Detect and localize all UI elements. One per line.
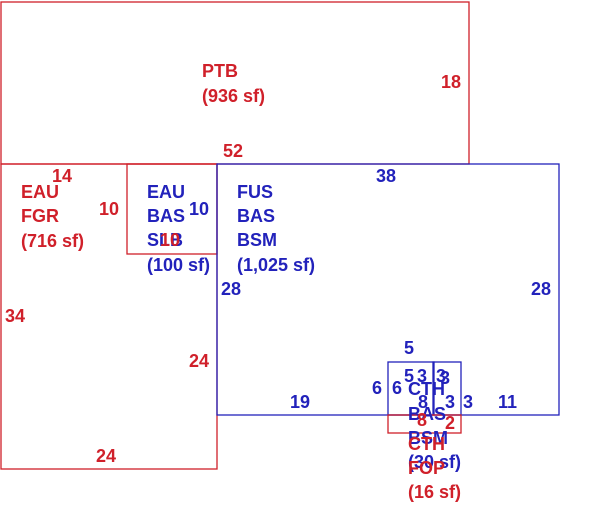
fgr-top-dimension: 14 bbox=[52, 166, 72, 186]
fop-size-label: (16 sf) bbox=[408, 482, 461, 502]
eau-fgr-size-label: (716 sf) bbox=[21, 231, 84, 251]
fus-size-label: (1,025 sf) bbox=[237, 255, 315, 275]
cth-code3-label: BSM bbox=[408, 428, 448, 448]
fus-bottom-left-dimension: 19 bbox=[290, 392, 310, 412]
cth-top-dimension: 5 bbox=[404, 338, 414, 358]
cth-fop-outline bbox=[387, 414, 462, 434]
cth-outer-right-dimension: 3 bbox=[463, 392, 473, 412]
cth-size-label: (30 sf) bbox=[408, 452, 461, 472]
slb-right-dimension: 10 bbox=[189, 199, 209, 219]
fus-code1-label: FUS bbox=[237, 182, 273, 202]
cth-left-dimension: 6 bbox=[372, 378, 382, 398]
cth-inner-top-a: 5 bbox=[404, 366, 414, 386]
cth-inner-top-c: 3 bbox=[436, 366, 446, 386]
ptb-outline bbox=[0, 1, 470, 165]
cth-inner-top-d: 3 bbox=[440, 368, 450, 388]
fus-left-dimension: 28 bbox=[221, 279, 241, 299]
fop-code2-label: FOP bbox=[408, 458, 445, 478]
fus-bottom-right-dimension: 11 bbox=[498, 392, 517, 412]
eau-slb-size-label: (100 sf) bbox=[147, 255, 210, 275]
eau-fgr-code1-label: EAU bbox=[21, 182, 59, 202]
eau-slb-code2-label: BAS bbox=[147, 206, 185, 226]
cth-inner-top-b: 3 bbox=[417, 366, 427, 386]
fop-right-dimension: 2 bbox=[445, 413, 455, 433]
fgr-left-dimension: 34 bbox=[5, 306, 25, 326]
cth-right-dimension: 3 bbox=[445, 392, 455, 412]
cth-code1-label: CTH bbox=[408, 379, 445, 399]
eau-slb-overlap-label: 10 bbox=[160, 230, 180, 250]
fgr-bottom-dimension: 24 bbox=[96, 446, 116, 466]
eau-slb-code1-label: EAU bbox=[147, 182, 185, 202]
ptb-bottom-dimension: 52 bbox=[223, 141, 243, 161]
cth-code2-label: BAS bbox=[408, 404, 446, 424]
eau-fgr-code2-label: FGR bbox=[21, 206, 59, 226]
ptb-code-label: PTB bbox=[202, 61, 238, 81]
fop-left-dimension: 8 bbox=[417, 410, 427, 430]
fgr-right-dimension: 24 bbox=[189, 351, 209, 371]
fus-right-dimension: 28 bbox=[531, 279, 551, 299]
eau-slb-code3-label: SLB bbox=[147, 230, 183, 250]
fus-code3-label: BSM bbox=[237, 230, 277, 250]
fus-top-dimension: 38 bbox=[376, 166, 396, 186]
cth-mid-dimension: 8 bbox=[418, 392, 428, 412]
ptb-right-dimension: 18 bbox=[441, 72, 461, 92]
fop-code1-label: CTH bbox=[408, 434, 445, 454]
fgr-inner-dimension: 10 bbox=[99, 199, 119, 219]
ptb-size-label: (936 sf) bbox=[202, 86, 265, 106]
fus-code2-label: BAS bbox=[237, 206, 275, 226]
cth-inner-left-dimension: 6 bbox=[392, 378, 402, 398]
